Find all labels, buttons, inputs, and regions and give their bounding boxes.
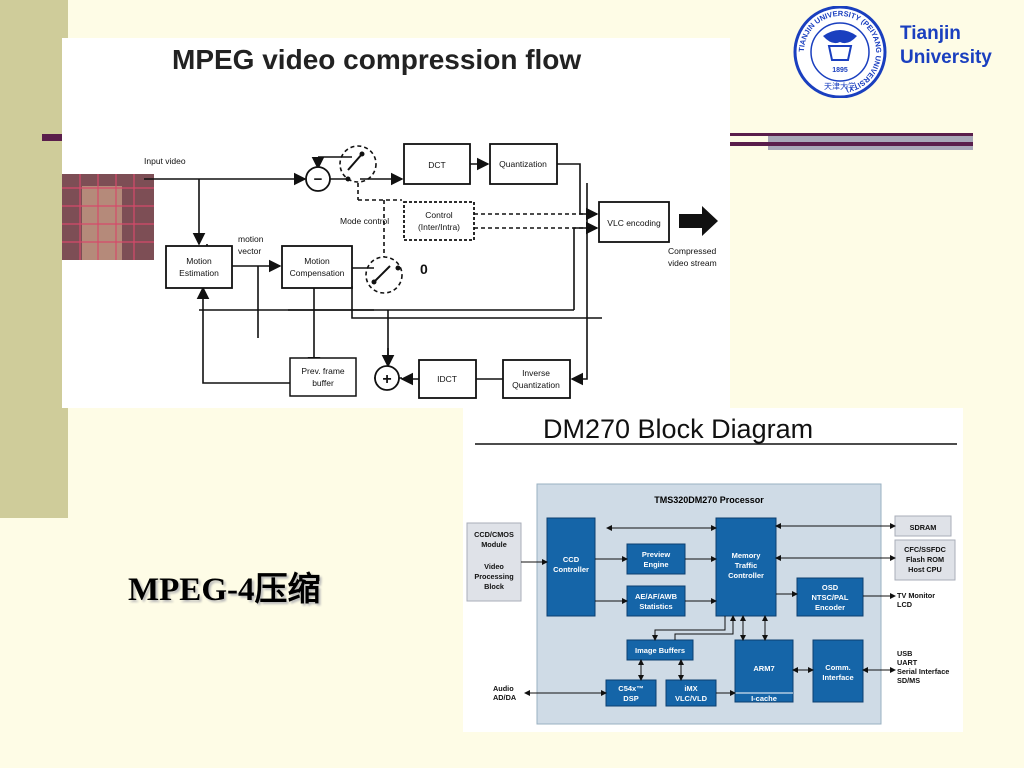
usb-line1: USB bbox=[897, 649, 912, 658]
preview-engine-line2: Engine bbox=[643, 560, 668, 569]
audio-line1: Audio bbox=[493, 684, 514, 693]
block-prev-frame-1: Prev. frame bbox=[301, 366, 345, 376]
block-quantization: Quantization bbox=[499, 159, 547, 169]
cfc-line1: CFC/SSFDC bbox=[904, 545, 946, 554]
icache-label: I-cache bbox=[751, 694, 777, 703]
block-control: Control bbox=[425, 210, 453, 220]
video-proc-line3: Block bbox=[484, 582, 505, 591]
ccd-cmos-line1: CCD/CMOS bbox=[474, 530, 514, 539]
add-node: + bbox=[382, 371, 391, 388]
label-compressed: Compressed bbox=[668, 246, 716, 256]
memory-ctrl-line2: Traffic bbox=[735, 561, 758, 570]
label-input-video: Input video bbox=[144, 156, 186, 166]
block-motion-compensation-2: Compensation bbox=[290, 268, 345, 278]
title-rule-left bbox=[42, 134, 72, 141]
ccd-controller-line2: Controller bbox=[553, 565, 589, 574]
input-video-thumbnail bbox=[62, 174, 154, 260]
block-motion-estimation-2: Estimation bbox=[179, 268, 219, 278]
cfc-line2: Flash ROM bbox=[906, 555, 944, 564]
mpeg-title: MPEG video compression flow bbox=[172, 44, 581, 75]
ae-stats-line2: Statistics bbox=[639, 602, 672, 611]
image-buffers-label: Image Buffers bbox=[635, 646, 685, 655]
video-proc-line2: Processing bbox=[474, 572, 513, 581]
osd-line1: OSD bbox=[822, 583, 839, 592]
dm270-block-diagram: DM270 Block Diagram TMS320DM270 Processo… bbox=[463, 408, 963, 732]
imx-line1: iMX bbox=[684, 684, 697, 693]
ae-stats-line1: AE/AF/AWB bbox=[635, 592, 678, 601]
left-sidebar-decoration bbox=[0, 0, 68, 518]
label-motion: motion bbox=[238, 234, 264, 244]
output-arrow-icon bbox=[679, 206, 718, 236]
mpeg-flow-diagram: MPEG video compression flow Input video bbox=[62, 38, 730, 408]
c54-dsp-line1: C54x™ bbox=[618, 684, 643, 693]
university-name: Tianjin University bbox=[900, 22, 992, 70]
audio-line2: AD/DA bbox=[493, 693, 517, 702]
block-prev-frame-2: buffer bbox=[312, 378, 334, 388]
osd-line3: Encoder bbox=[815, 603, 845, 612]
label-mode-control: Mode control bbox=[340, 216, 389, 226]
block-control-sub: (Inter/Intra) bbox=[418, 222, 460, 232]
arm7-label: ARM7 bbox=[753, 664, 774, 673]
subtract-node: − bbox=[314, 171, 323, 188]
c54-dsp-line2: DSP bbox=[623, 694, 638, 703]
comm-interface-line1: Comm. bbox=[825, 663, 850, 672]
comm-interface-line2: Interface bbox=[822, 673, 853, 682]
university-name-line2: University bbox=[900, 47, 992, 68]
slide-caption: MPEG-4压缩 bbox=[128, 572, 321, 608]
block-vlc-encoding: VLC encoding bbox=[607, 218, 661, 228]
logo-center-text: 天津大学 bbox=[824, 81, 856, 91]
video-proc-line1: Video bbox=[484, 562, 504, 571]
processor-title: TMS320DM270 Processor bbox=[654, 495, 764, 505]
ccd-cmos-line2: Module bbox=[481, 540, 507, 549]
usb-line4: SD/MS bbox=[897, 676, 920, 685]
block-motion-compensation-1: Motion bbox=[304, 256, 330, 266]
block-dct: DCT bbox=[428, 160, 445, 170]
usb-line2: UART bbox=[897, 658, 918, 667]
tv-monitor-line1: TV Monitor bbox=[897, 591, 935, 600]
cfc-line3: Host CPU bbox=[908, 565, 942, 574]
memory-ctrl-line1: Memory bbox=[732, 551, 762, 560]
title-rule-right-lower bbox=[730, 142, 973, 146]
ccd-controller-line1: CCD bbox=[563, 555, 580, 564]
university-seal-icon: TIANJIN UNIVERSITY (PEIYANG UNIVERSITY) … bbox=[793, 6, 887, 98]
memory-ctrl-line3: Controller bbox=[728, 571, 764, 580]
block-inverse-2: Quantization bbox=[512, 380, 560, 390]
osd-line2: NTSC/PAL bbox=[812, 593, 849, 602]
dm270-title: DM270 Block Diagram bbox=[543, 414, 813, 444]
tv-monitor-line2: LCD bbox=[897, 600, 912, 609]
imx-line2: VLC/VLD bbox=[675, 694, 708, 703]
title-rule-right bbox=[730, 133, 973, 136]
sdram-label: SDRAM bbox=[910, 523, 937, 532]
preview-engine-line1: Preview bbox=[642, 550, 671, 559]
block-motion-estimation-1: Motion bbox=[186, 256, 212, 266]
usb-line3: Serial Interface bbox=[897, 667, 949, 676]
label-video-stream: video stream bbox=[668, 258, 717, 268]
label-zero: 0 bbox=[420, 261, 428, 277]
block-idct: IDCT bbox=[437, 374, 457, 384]
university-name-line1: Tianjin bbox=[900, 23, 961, 44]
logo-year: 1895 bbox=[832, 67, 848, 74]
block-inverse-1: Inverse bbox=[522, 368, 550, 378]
label-vector: vector bbox=[238, 246, 261, 256]
